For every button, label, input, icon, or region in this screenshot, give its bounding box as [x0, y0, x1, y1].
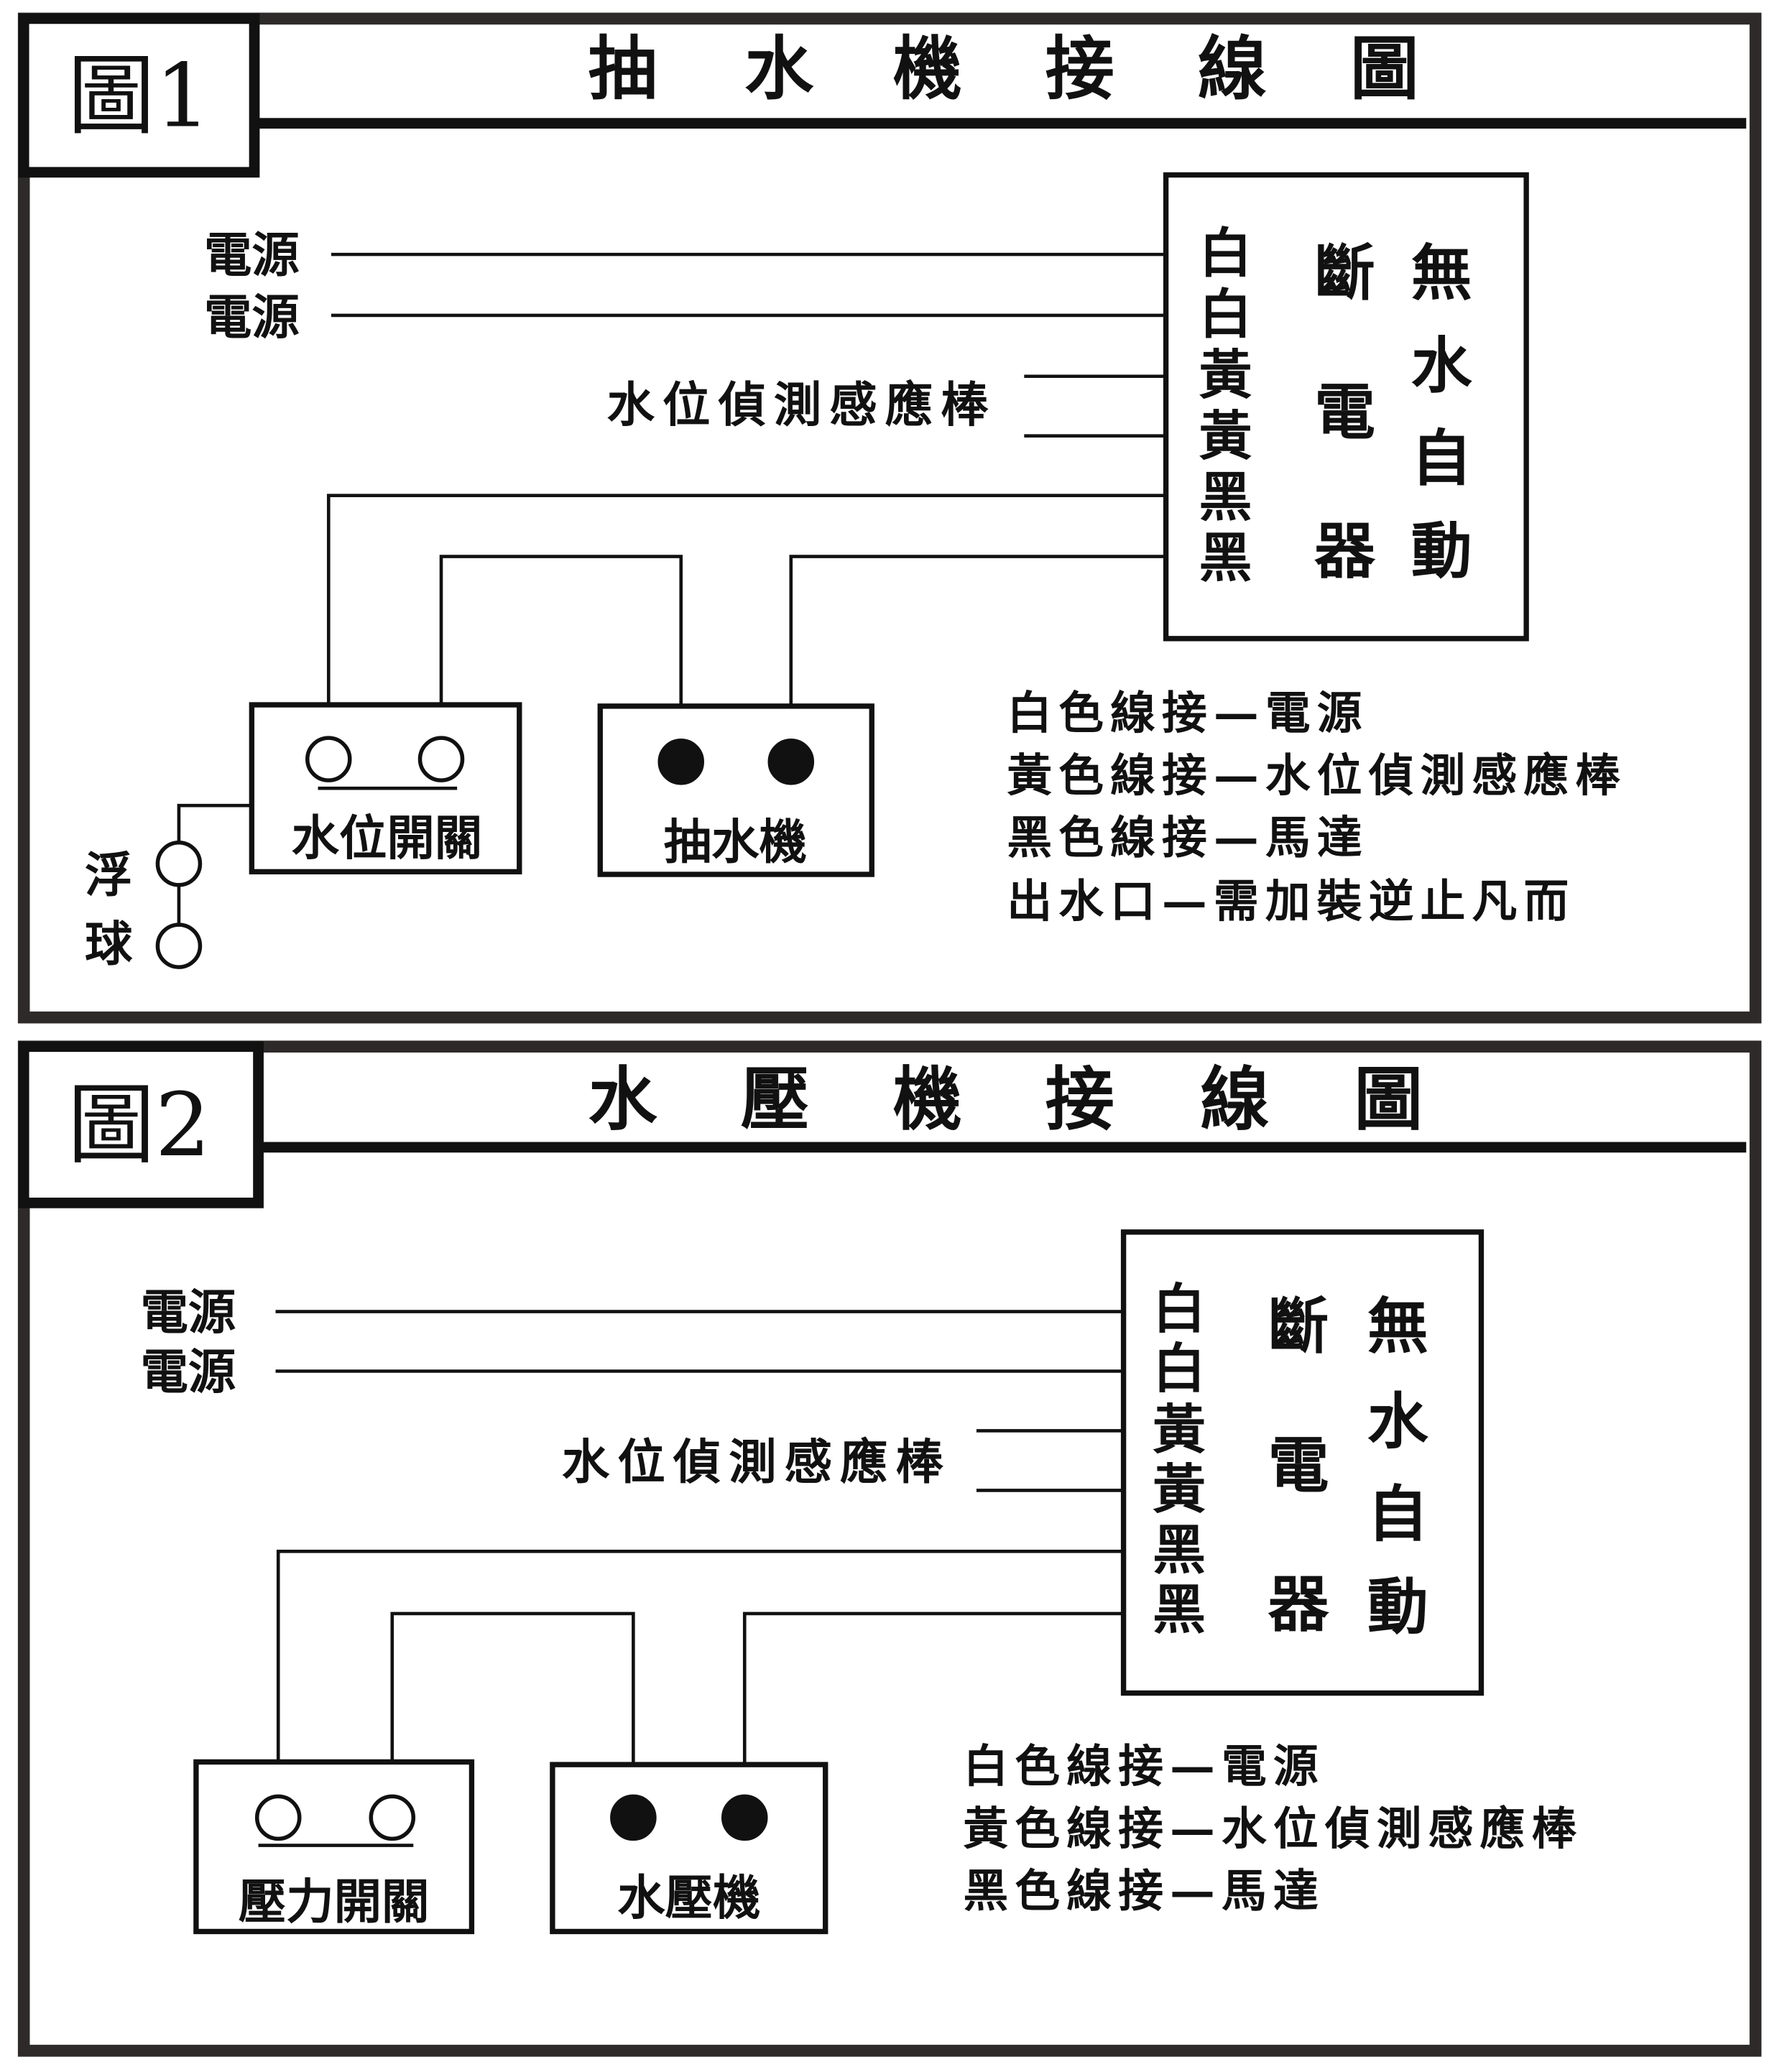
- figure-label: 圖2: [68, 1074, 211, 1176]
- pump-box: [597, 703, 874, 877]
- float-ball-icon: [155, 922, 203, 969]
- black-wire-2: [742, 1611, 1124, 1797]
- svg-text:白: 白: [1199, 223, 1252, 285]
- switch-to-pump-wire: [390, 1611, 635, 1797]
- svg-text:斷: 斷: [1314, 237, 1375, 309]
- svg-text:水: 水: [1411, 330, 1473, 402]
- svg-text:水: 水: [744, 28, 814, 109]
- figure-label: 圖1: [68, 45, 211, 147]
- legend: 白色線接—電源 黃色線接—水位偵測感應棒 黑色線接—馬達: [963, 1739, 1583, 1917]
- float-label-1: 浮: [85, 847, 132, 903]
- svg-text:黃: 黃: [1199, 406, 1252, 468]
- svg-text:器: 器: [1268, 1569, 1330, 1641]
- power-label-2: 電源: [140, 1343, 236, 1400]
- svg-text:無: 無: [1367, 1290, 1428, 1362]
- terminal-open-icon: [417, 736, 465, 782]
- float-ball-icon: [155, 841, 203, 887]
- switch-label: 壓力開關: [239, 1874, 429, 1930]
- power-label-1: 電源: [204, 227, 300, 283]
- pump-label: 水壓機: [617, 1869, 760, 1925]
- svg-text:白: 白: [1153, 1279, 1206, 1341]
- legend-item: 出水口—需加裝逆止凡而: [1007, 874, 1575, 928]
- sensor-label: 水位偵測感應棒: [607, 376, 997, 433]
- breaker-box: [1163, 172, 1529, 642]
- svg-text:黑: 黑: [1199, 466, 1252, 528]
- terminal-filled-icon: [657, 739, 705, 785]
- svg-text:抽: 抽: [588, 28, 657, 109]
- svg-text:動: 動: [1411, 516, 1472, 588]
- svg-text:機: 機: [893, 1059, 962, 1140]
- svg-text:電: 電: [1314, 376, 1375, 448]
- svg-text:白: 白: [1153, 1338, 1206, 1400]
- figure-title: 水 壓 機 接 線 圖: [588, 1059, 1423, 1140]
- svg-text:線: 線: [1198, 28, 1267, 109]
- svg-text:圖: 圖: [1350, 28, 1419, 109]
- figure-label-box: [18, 13, 260, 178]
- wires: [177, 252, 1166, 925]
- terminal-filled-icon: [610, 1794, 657, 1841]
- wires: [275, 1310, 1124, 1797]
- svg-text:電: 電: [1268, 1430, 1329, 1502]
- svg-text:水: 水: [588, 1059, 658, 1140]
- legend-item: 黑色線接—馬達: [963, 1864, 1324, 1917]
- power-label-2: 電源: [204, 290, 300, 346]
- figure-2-pressure-pump-wiring: 圖2 水 壓 機 接 線 圖 電源 電源 水位偵測感應棒 白 白 黃 黃 黑: [17, 1040, 1762, 2057]
- legend-item: 黃色線接—水位偵測感應棒: [1007, 749, 1627, 802]
- svg-text:黑: 黑: [1153, 1520, 1206, 1581]
- svg-text:機: 機: [893, 28, 962, 109]
- switch-to-pump-wire: [439, 555, 683, 742]
- terminal-filled-icon: [721, 1794, 768, 1841]
- float-label-2: 球: [85, 916, 133, 972]
- figure-1-pump-wiring: 圖1 抽 水 機 接 線 圖 電源 電源 水位偵測感應棒 白 白: [17, 12, 1762, 1024]
- legend-item: 白色線接—電源: [1007, 686, 1368, 739]
- legend: 白色線接—電源 黃色線接—水位偵測感應棒 黑色線接—馬達 出水口—需加裝逆止凡而: [1007, 686, 1627, 928]
- terminal-open-icon: [254, 1794, 302, 1841]
- switch-label: 水位開關: [292, 810, 482, 866]
- svg-text:黑: 黑: [1153, 1579, 1206, 1641]
- svg-text:無: 無: [1411, 237, 1472, 309]
- svg-text:線: 線: [1201, 1059, 1270, 1140]
- breaker-box: [1120, 1229, 1485, 1696]
- figure-label-box: [18, 1041, 264, 1208]
- terminal-open-icon: [369, 1794, 416, 1841]
- svg-text:接: 接: [1045, 1059, 1114, 1140]
- svg-text:水: 水: [1367, 1386, 1429, 1458]
- pump-label: 抽水機: [664, 814, 807, 870]
- legend-item: 黑色線接—馬達: [1007, 811, 1368, 864]
- svg-text:黑: 黑: [1199, 527, 1252, 589]
- svg-text:動: 動: [1367, 1571, 1428, 1643]
- pressure-pump-box: [550, 1762, 828, 1935]
- svg-text:黃: 黃: [1153, 1458, 1206, 1520]
- black-wire-1: [276, 1549, 1124, 1797]
- terminal-open-icon: [305, 736, 352, 782]
- svg-text:壓: 壓: [741, 1059, 810, 1140]
- black-wire-1: [326, 494, 1166, 739]
- breaker-name: 斷 電 器 無 水 自 動: [1314, 237, 1473, 587]
- power-label-1: 電源: [140, 1284, 236, 1340]
- figure-2-frame: [17, 1040, 1762, 2057]
- breaker-name: 斷 電 器 無 水 自 動: [1268, 1290, 1429, 1643]
- pressure-switch-box: [193, 1759, 475, 1935]
- breaker-wire-colors: 白 白 黃 黃 黑 黑: [1199, 223, 1252, 589]
- svg-text:圖: 圖: [1354, 1059, 1423, 1140]
- svg-text:白: 白: [1199, 284, 1252, 346]
- svg-text:接: 接: [1045, 28, 1114, 109]
- svg-text:黃: 黃: [1153, 1399, 1206, 1461]
- svg-text:自: 自: [1367, 1479, 1428, 1550]
- sensor-label: 水位偵測感應棒: [562, 1434, 951, 1490]
- breaker-wire-colors: 白 白 黃 黃 黑 黑: [1153, 1279, 1206, 1642]
- terminal-filled-icon: [767, 739, 815, 785]
- legend-item: 黃色線接—水位偵測感應棒: [963, 1802, 1583, 1855]
- svg-text:自: 自: [1411, 423, 1472, 495]
- float-wire: [177, 803, 252, 843]
- black-wire-2: [789, 555, 1166, 742]
- figure-1-frame: [17, 12, 1762, 1024]
- legend-item: 白色線接—電源: [963, 1739, 1324, 1793]
- svg-text:器: 器: [1314, 516, 1376, 588]
- figure-title: 抽 水 機 接 線 圖: [588, 28, 1419, 109]
- svg-text:黃: 黃: [1199, 345, 1252, 407]
- svg-text:斷: 斷: [1268, 1290, 1329, 1362]
